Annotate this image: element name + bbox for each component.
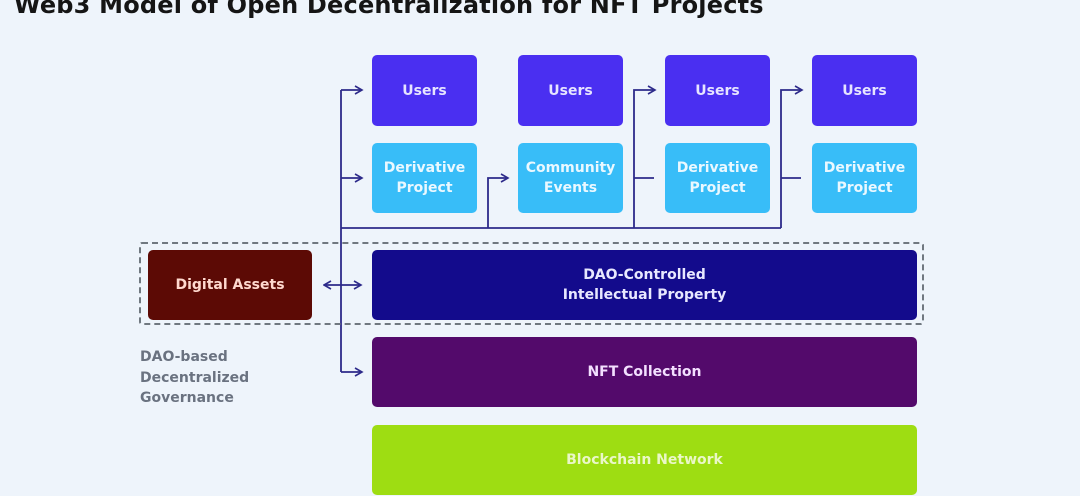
users-box: Users [372,55,477,126]
arrow-to-users-4 [780,85,804,228]
digital-assets-box: Digital Assets [148,250,312,320]
users-box: Users [518,55,623,126]
governance-group-border [139,242,924,325]
nft-collection-label: NFT Collection [587,364,702,380]
dao-ip-box: DAO-Controlled Intellectual Property [372,250,917,320]
users-label: Users [842,82,887,99]
governance-label: DAO-based Decentralized Governance [140,349,250,406]
derivative-project-box: Derivative Project [812,143,917,213]
blockchain-network-label: Blockchain Network [566,452,723,468]
community-events-box: Community Events [518,143,623,213]
digital-assets-label: Digital Assets [175,277,285,293]
users-label: Users [402,82,447,99]
derivative-project-label: Derivative Project [676,160,759,196]
arrow-to-users-3 [633,85,657,228]
users-box: Users [812,55,917,126]
derivative-project-box: Derivative Project [372,143,477,213]
community-events-label: Community Events [525,160,616,196]
derivative-project-label: Derivative Project [823,160,906,196]
arrow-to-community-events [487,173,510,228]
users-label: Users [548,82,593,99]
derivative-project-box: Derivative Project [665,143,770,213]
users-label: Users [695,82,740,99]
blockchain-network-box: Blockchain Network [372,425,917,495]
diagram-title: Web3 Model of Open Decentralization for … [14,0,764,19]
nft-collection-box: NFT Collection [372,337,917,407]
users-box: Users [665,55,770,126]
derivative-project-label: Derivative Project [383,160,466,196]
dao-ip-label: DAO-Controlled Intellectual Property [562,267,727,303]
